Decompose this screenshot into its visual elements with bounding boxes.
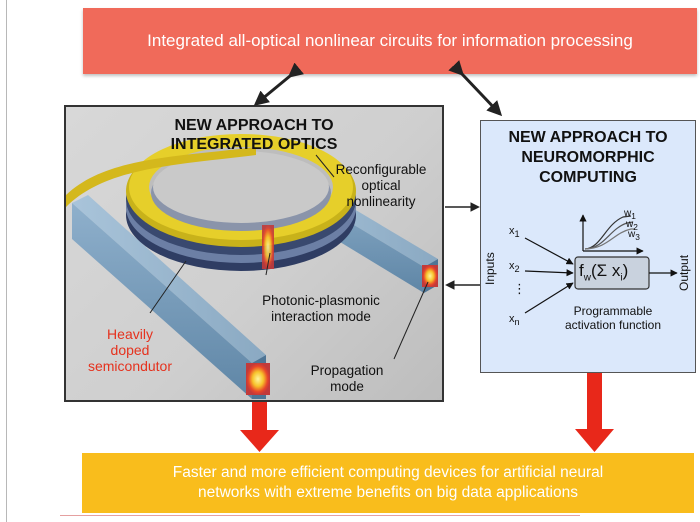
input-arrow-xn bbox=[524, 282, 574, 314]
input-x2-label: x2 bbox=[509, 260, 520, 275]
optics-title-line-2: INTEGRATED OPTICS bbox=[170, 136, 338, 153]
label-photonic-line-1: Photonic-plasmonic bbox=[262, 293, 380, 308]
optics-title-line-1: NEW APPROACH TO bbox=[174, 117, 334, 134]
activation-caption: Programmable activation function bbox=[551, 304, 675, 332]
label-photonic-plasmonic: Photonic-plasmonic interaction mode bbox=[236, 293, 406, 325]
left-waveguide bbox=[72, 195, 270, 399]
input-x1-label: x1 bbox=[509, 225, 520, 240]
neuro-title-line-3: COMPUTING bbox=[539, 169, 637, 186]
optics-title: NEW APPROACH TO INTEGRATED OPTICS bbox=[66, 116, 442, 154]
neuromorphic-panel: NEW APPROACH TO NEUROMORPHIC COMPUTING w… bbox=[480, 120, 696, 373]
input-arrow-x2 bbox=[524, 269, 574, 277]
input-dots: ⋮ bbox=[513, 281, 526, 296]
weight-label-2: w2 bbox=[626, 219, 638, 232]
integrated-optics-panel: NEW APPROACH TO INTEGRATED OPTICS Reconf… bbox=[64, 105, 444, 402]
top-left-double-arrow bbox=[253, 62, 305, 106]
label-propagation-mode: Propagation mode bbox=[292, 363, 402, 395]
label-doped-line-3: semicondutor bbox=[87, 358, 173, 374]
propagation-leader-line bbox=[393, 281, 429, 360]
neuro-title: NEW APPROACH TO NEUROMORPHIC COMPUTING bbox=[481, 128, 695, 188]
weight-label-1: w1 bbox=[624, 208, 636, 221]
reconfig-leader-line bbox=[315, 154, 335, 178]
bottom-rule bbox=[60, 515, 580, 516]
activation-function-formula: fw(Σ xi) bbox=[579, 261, 629, 284]
caption-line-1: Programmable bbox=[573, 304, 653, 318]
down-arrow-left bbox=[240, 402, 279, 452]
activation-curves bbox=[579, 214, 644, 255]
bottom-banner: Faster and more efficient computing devi… bbox=[82, 453, 694, 513]
top-banner-text: Integrated all-optical nonlinear circuit… bbox=[147, 31, 633, 50]
doped-leader-line bbox=[149, 260, 187, 314]
input-xn-label: xn bbox=[509, 313, 520, 328]
label-reconfigurable-nonlinearity: Reconfigurable optical nonlinearity bbox=[321, 162, 441, 210]
down-arrow-right bbox=[575, 373, 614, 452]
doped-strip bbox=[66, 147, 256, 207]
bottom-banner-line-2: networks with extreme benefits on big da… bbox=[198, 484, 578, 501]
ring-resonator-illustration bbox=[66, 134, 438, 399]
label-propagation-line-2: mode bbox=[330, 379, 364, 394]
photonic-leader-line bbox=[265, 252, 271, 276]
input-arrow-x1 bbox=[524, 237, 574, 265]
weight-label-3: w3 bbox=[628, 229, 640, 242]
label-reconfig-line-3: nonlinearity bbox=[346, 194, 416, 209]
label-reconfig-line-1: Reconfigurable bbox=[335, 162, 427, 177]
label-doped-line-1: Heavily bbox=[107, 326, 153, 342]
label-reconfig-line-2: optical bbox=[361, 178, 401, 193]
neuro-title-line-2: NEUROMORPHIC bbox=[521, 149, 655, 166]
neuro-title-line-1: NEW APPROACH TO bbox=[508, 129, 668, 146]
left-margin-rule bbox=[6, 0, 7, 522]
neuron-diagram bbox=[524, 214, 678, 314]
bottom-banner-line-1: Faster and more efficient computing devi… bbox=[172, 464, 604, 481]
label-propagation-line-1: Propagation bbox=[310, 363, 384, 378]
label-doped-line-2: doped bbox=[110, 342, 150, 358]
top-banner: Integrated all-optical nonlinear circuit… bbox=[83, 8, 697, 74]
top-right-double-arrow bbox=[448, 60, 503, 117]
label-photonic-line-2: interaction mode bbox=[271, 309, 371, 324]
ring-resonator bbox=[126, 134, 356, 271]
label-heavily-doped: Heavily doped semicondutor bbox=[70, 326, 190, 374]
caption-line-2: activation function bbox=[564, 318, 662, 332]
